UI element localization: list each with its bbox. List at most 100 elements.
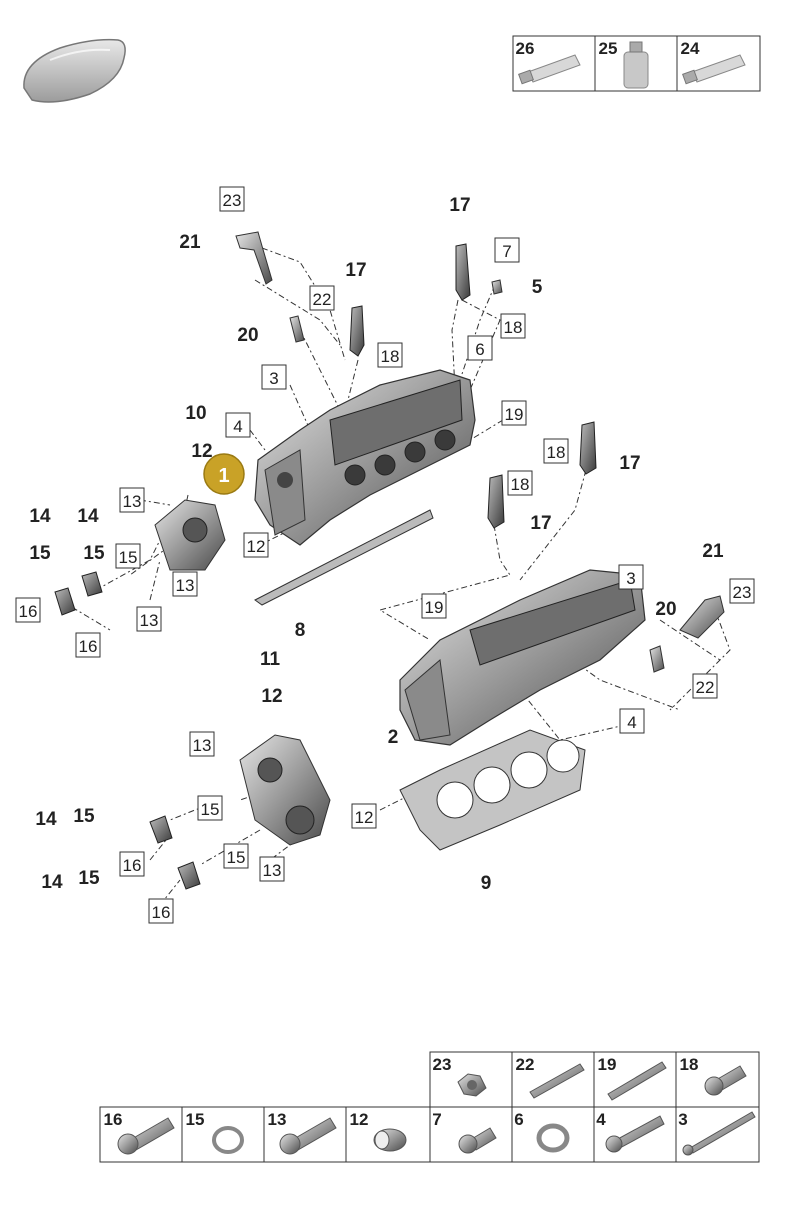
- callout-label: 1: [218, 465, 229, 487]
- part-number-label: 23: [223, 191, 242, 210]
- part-number-label-box: [115, 543, 141, 569]
- legend-number: 23: [433, 1055, 452, 1074]
- part-number-label-box: [467, 335, 493, 361]
- washer-icon: [536, 1123, 570, 1153]
- part-number-label: 22: [313, 290, 332, 309]
- part-number-label-box: [421, 593, 447, 619]
- part-number-label: 20: [237, 325, 258, 346]
- part-number-label: 13: [263, 861, 282, 880]
- part-number-label: 16: [19, 602, 38, 621]
- part-number-label: 8: [295, 620, 306, 641]
- cylinder-head-lower: [399, 569, 646, 746]
- actuator-lower-top: [149, 815, 173, 844]
- camshaft-cover-lower: [239, 734, 331, 846]
- part-number-label: 11: [260, 649, 281, 670]
- part-number-label-box: [148, 898, 174, 924]
- part-number-label: 5: [532, 277, 543, 298]
- head-gasket-lower: [399, 729, 586, 851]
- part-number-label-box: [223, 843, 249, 869]
- part-number-label: 6: [475, 340, 484, 359]
- part-number-label: 19: [505, 405, 524, 424]
- part-number-label: 22: [696, 678, 715, 697]
- part-number-label-box: [172, 571, 198, 597]
- legend-number: 4: [596, 1110, 606, 1129]
- part-number-label-box: [618, 564, 644, 590]
- part-number-label: 15: [83, 543, 105, 564]
- part-number-label-box: [119, 487, 145, 513]
- part-number-label: 15: [201, 800, 220, 819]
- part-number-label: 17: [345, 260, 366, 281]
- part-number-label-box: [225, 412, 251, 438]
- legend-number: 15: [186, 1110, 205, 1129]
- bracket-17-lower-right: [579, 421, 597, 475]
- part-number-label: 12: [191, 441, 212, 462]
- part-number-label: 15: [73, 806, 95, 827]
- part-number-label: 15: [29, 543, 51, 564]
- part-number-label-box: [189, 731, 215, 757]
- part-number-label-box: [351, 803, 377, 829]
- car-icon: [23, 38, 126, 103]
- callout-marker[interactable]: 1: [203, 453, 245, 495]
- head-gasket-upper: [254, 509, 434, 606]
- spark-plug-upper: [289, 315, 305, 343]
- part-number-label-box: [309, 285, 335, 311]
- part-number-label: 9: [481, 873, 492, 894]
- part-number-label: 18: [504, 318, 523, 337]
- part-number-label-box: [261, 364, 287, 390]
- part-number-label: 15: [227, 848, 246, 867]
- part-number-label: 18: [381, 347, 400, 366]
- part-number-label: 13: [176, 576, 195, 595]
- part-number-label: 18: [511, 475, 530, 494]
- part-number-label: 14: [41, 872, 63, 893]
- seal-ring-icon: [212, 1126, 244, 1154]
- actuator-upper-right: [81, 571, 103, 597]
- part-number-label-box: [507, 470, 533, 496]
- part-number-label: 17: [619, 453, 640, 474]
- part-number-label: 16: [79, 637, 98, 656]
- actuator-upper-left: [54, 587, 76, 616]
- legend-number: 18: [680, 1055, 699, 1074]
- part-number-label: 17: [449, 195, 470, 216]
- part-number-label: 3: [269, 369, 278, 388]
- hex-nut-icon: [457, 1073, 487, 1097]
- part-number-label: 10: [185, 403, 206, 424]
- part-number-label: 2: [388, 727, 399, 748]
- part-number-label-box: [501, 400, 527, 426]
- part-number-label: 14: [35, 809, 57, 830]
- legend-number: 12: [350, 1110, 369, 1129]
- part-number-label-box: [692, 673, 718, 699]
- part-number-label-box: [197, 795, 223, 821]
- bottom-legend-table: [99, 1051, 760, 1163]
- legend-number: 25: [599, 39, 618, 58]
- part-number-label: 12: [261, 686, 282, 707]
- bottle-icon: [623, 41, 649, 89]
- part-number-label-box: [75, 632, 101, 658]
- stud-bolt-icon: [529, 1063, 585, 1099]
- spark-plug-lower: [649, 645, 665, 673]
- part-number-label: 19: [425, 598, 444, 617]
- sealant-tube-icon: [682, 54, 746, 85]
- part-number-label-box: [619, 708, 645, 734]
- legend-number: 26: [516, 39, 535, 58]
- part-number-label-box: [259, 856, 285, 882]
- collar-bolt-icon: [605, 1115, 665, 1153]
- part-number-label-box: [543, 438, 569, 464]
- short-bolt-icon: [458, 1127, 497, 1154]
- actuator-lower-bottom: [177, 861, 201, 890]
- part-number-label-box: [494, 237, 520, 263]
- hex-bolt-icon: [117, 1117, 175, 1155]
- part-number-label: 13: [123, 492, 142, 511]
- part-number-label: 12: [355, 808, 374, 827]
- ignition-coil-upper: [235, 231, 273, 285]
- part-number-label: 18: [547, 443, 566, 462]
- cylinder-head-upper: [254, 369, 476, 546]
- legend-number: 24: [681, 39, 700, 58]
- part-number-label: 15: [78, 868, 100, 889]
- flange-bolt-icon: [704, 1065, 747, 1096]
- sensor-5: [491, 279, 503, 295]
- part-number-label: 15: [119, 548, 138, 567]
- part-number-label: 14: [29, 506, 51, 527]
- ignition-coil-lower: [679, 595, 725, 639]
- part-number-label: 20: [655, 599, 676, 620]
